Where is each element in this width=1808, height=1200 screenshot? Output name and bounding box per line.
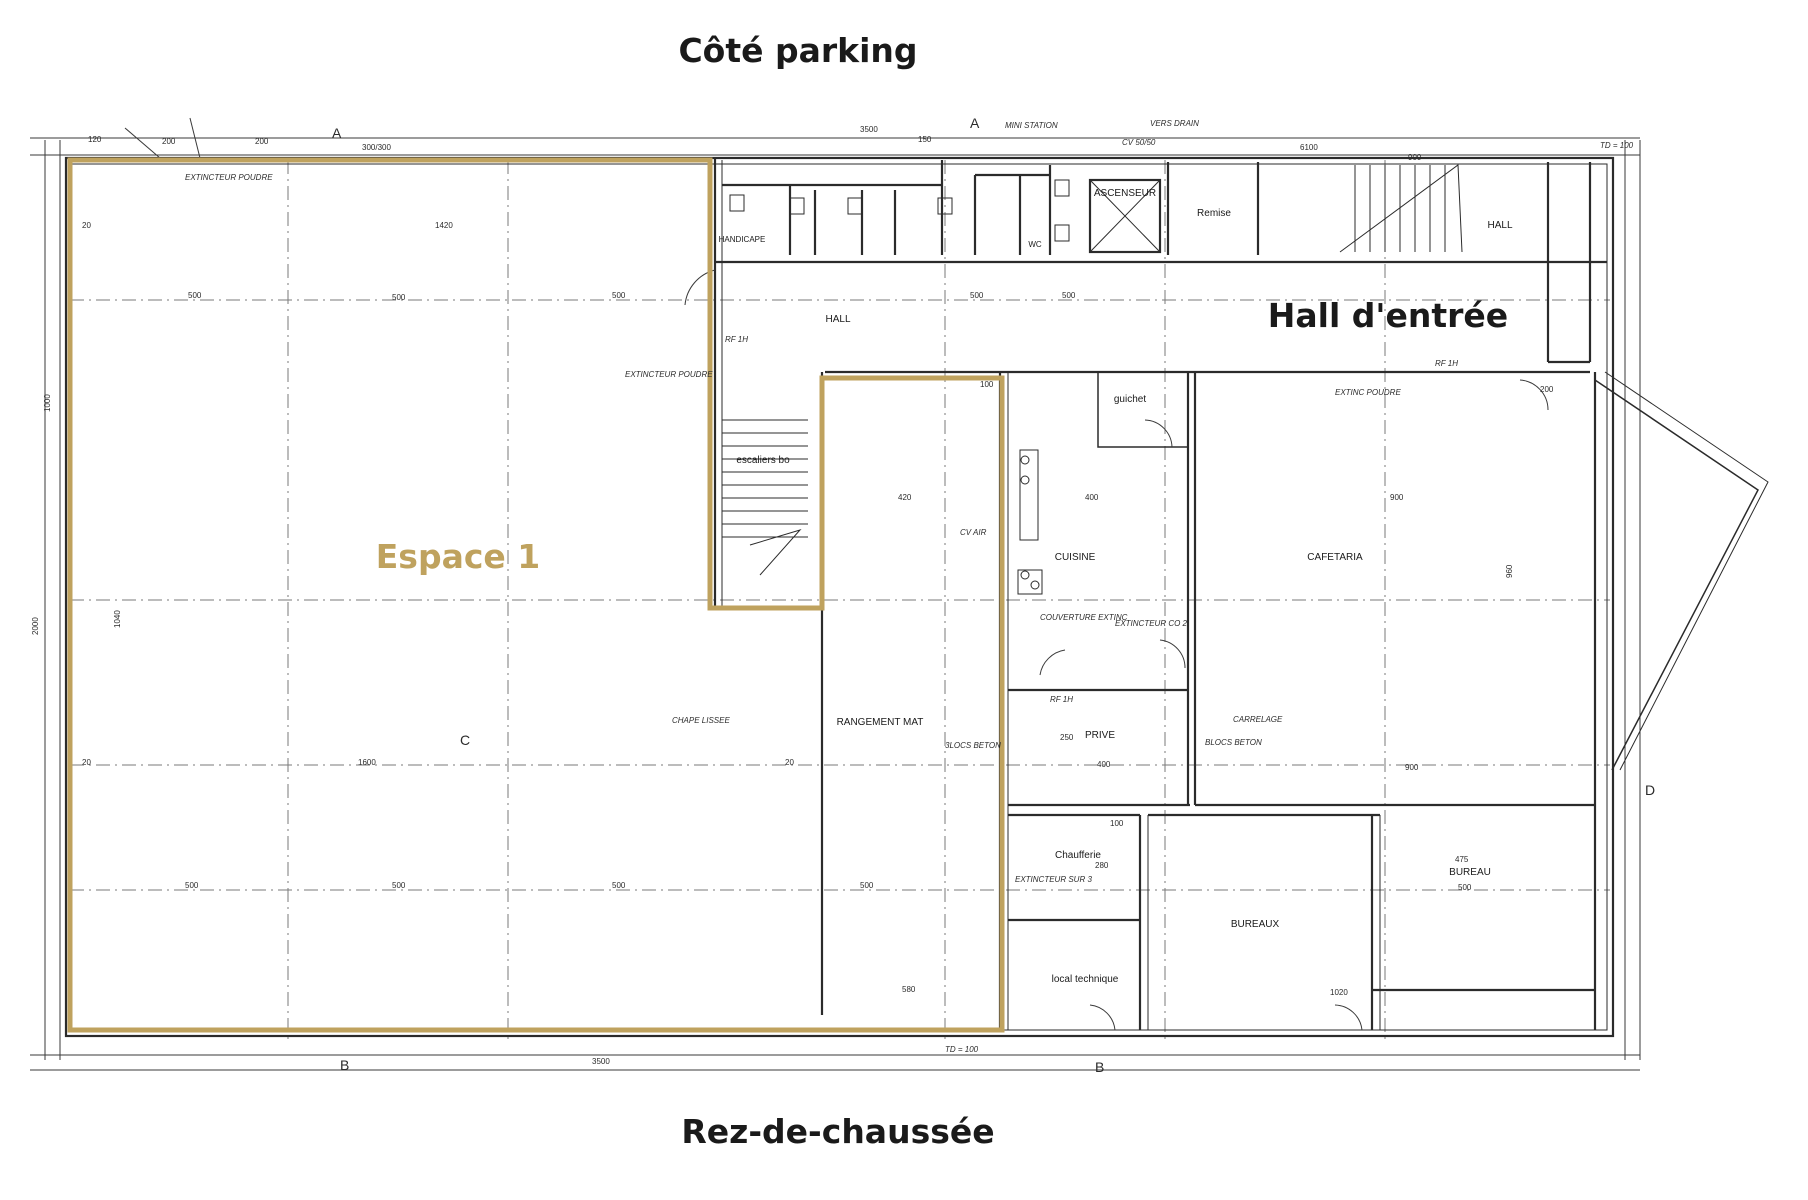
room-bureau: BUREAU	[1449, 867, 1491, 878]
section-d: D	[1645, 782, 1655, 798]
top-heading: Côté parking	[678, 31, 917, 70]
dim-20c: 20	[785, 758, 794, 767]
stair-treads	[722, 165, 1446, 576]
dim-20b: 20	[82, 758, 91, 767]
room-cuisine: CUISINE	[1055, 552, 1096, 563]
room-bureaux: BUREAUX	[1231, 919, 1280, 930]
dim-300: 300/300	[362, 143, 391, 152]
annotation-extincteur-4: EXTINCTEUR CO 2	[1115, 619, 1188, 628]
space-label: Espace 1	[376, 537, 540, 576]
section-c: C	[460, 732, 470, 748]
annotation-cvair: CV AIR	[960, 528, 987, 537]
dim-500d: 500	[970, 291, 984, 300]
dim-200b: 200	[255, 137, 269, 146]
espace-1-outline	[67, 157, 1005, 1033]
room-rangement: RANGEMENT MAT	[837, 717, 924, 728]
dim-500i: 500	[612, 881, 626, 890]
annotation-extincteur-2: EXTINCTEUR POUDRE	[625, 370, 713, 379]
dim-1040: 1040	[113, 610, 122, 628]
dim-150: 150	[918, 135, 932, 144]
room-ascenseur: ASCENSEUR	[1094, 188, 1156, 199]
section-b-right: B	[1095, 1059, 1104, 1075]
dim-100b: 100	[1110, 819, 1124, 828]
room-stairs: escaliers bo	[736, 455, 790, 466]
dim-960: 960	[1505, 564, 1514, 578]
dim-475: 475	[1455, 855, 1469, 864]
room-labels: HALL HALL Remise ASCENSEUR escaliers bo …	[719, 188, 1513, 985]
annotation-rf1h-3: RF 1H	[1050, 695, 1073, 704]
annotation-extincteur-5: EXTINCTEUR SUR 3	[1015, 875, 1092, 884]
room-local: local technique	[1052, 974, 1119, 985]
section-markers: A A B B C D	[332, 115, 1655, 1075]
dim-3500a: 3500	[860, 125, 878, 134]
room-hall-top-left: HALL	[825, 314, 850, 325]
annotation-mini-station: MINI STATION	[1005, 121, 1058, 130]
annotation-carrelage: CARRELAGE	[1233, 715, 1283, 724]
room-handicape: HANDICAPE	[719, 235, 766, 244]
dim-3500b: 3500	[592, 1057, 610, 1066]
dim-280a: 280	[1095, 861, 1109, 870]
annotation-extincteur-3: EXTINC POUDRE	[1335, 388, 1401, 397]
dim-580: 580	[902, 985, 916, 994]
annotations: EXTINCTEUR POUDRE EXTINCTEUR POUDRE EXTI…	[185, 119, 1634, 1054]
section-b-left: B	[340, 1057, 349, 1073]
dim-500b: 500	[392, 293, 406, 302]
dim-900c: 900	[1408, 153, 1422, 162]
dim-400b: 400	[1097, 760, 1111, 769]
annotation-blocs-beton-1: BLOCS BETON	[1205, 738, 1262, 747]
annotation-td-bottom: TD = 100	[945, 1045, 979, 1054]
annotation-rf1h-2: RF 1H	[1435, 359, 1458, 368]
dim-900b: 900	[1405, 763, 1419, 772]
room-remise: Remise	[1197, 208, 1231, 219]
dim-20a: 20	[82, 221, 91, 230]
dim-200a: 200	[162, 137, 176, 146]
dim-2000: 2000	[31, 617, 40, 635]
dim-500j: 500	[860, 881, 874, 890]
room-wc: WC	[1028, 240, 1042, 249]
dim-500g: 500	[185, 881, 199, 890]
dim-250: 250	[1060, 733, 1074, 742]
dim-6100: 6100	[1300, 143, 1318, 152]
dim-120: 120	[88, 135, 102, 144]
dim-500e: 500	[1062, 291, 1076, 300]
dim-100a: 100	[980, 380, 994, 389]
section-a-right: A	[970, 115, 980, 131]
dim-900a: 900	[1390, 493, 1404, 502]
annotation-extincteur-1: EXTINCTEUR POUDRE	[185, 173, 273, 182]
dim-500a: 500	[188, 291, 202, 300]
fixtures	[729, 179, 1070, 595]
dim-200c: 200	[1540, 385, 1554, 394]
room-prive: PRIVE	[1085, 730, 1115, 741]
dim-500h: 500	[392, 881, 406, 890]
dim-500f: 500	[1458, 883, 1472, 892]
annotation-vers-drain: VERS DRAIN	[1150, 119, 1199, 128]
room-chaufferie: Chaufferie	[1055, 850, 1101, 861]
structural-grid	[70, 160, 1610, 1040]
dim-1420: 1420	[435, 221, 453, 230]
annotation-cv5050: CV 50/50	[1122, 138, 1156, 147]
hall-label: Hall d'entrée	[1268, 296, 1508, 335]
annotation-couverture: COUVERTURE EXTINC	[1040, 613, 1128, 622]
room-cafetaria: CAFETARIA	[1307, 552, 1363, 563]
dim-420: 420	[898, 493, 912, 502]
dim-400a: 400	[1085, 493, 1099, 502]
room-guichet: guichet	[1114, 394, 1146, 405]
dimension-lines	[30, 137, 1641, 1071]
section-a-left: A	[332, 125, 342, 141]
dim-500c: 500	[612, 291, 626, 300]
dim-1000: 1000	[43, 394, 52, 412]
door-swings	[124, 117, 1549, 1031]
annotation-blocs-beton-2: 3LOCS BETON	[945, 741, 1001, 750]
dimension-numbers: 120 200 200 300/300 1420 3500 150 6100 5…	[31, 125, 1554, 1066]
annotation-rf1h-1: RF 1H	[725, 335, 748, 344]
room-hall-top-right: HALL	[1487, 220, 1512, 231]
dim-1600: 1600	[358, 758, 376, 767]
annotation-chape: CHAPE LISSEE	[672, 716, 730, 725]
dim-1020: 1020	[1330, 988, 1348, 997]
annotation-td-top: TD = 100	[1600, 141, 1634, 150]
bottom-heading: Rez-de-chaussée	[681, 1112, 994, 1151]
building-walls	[64, 156, 1769, 1038]
